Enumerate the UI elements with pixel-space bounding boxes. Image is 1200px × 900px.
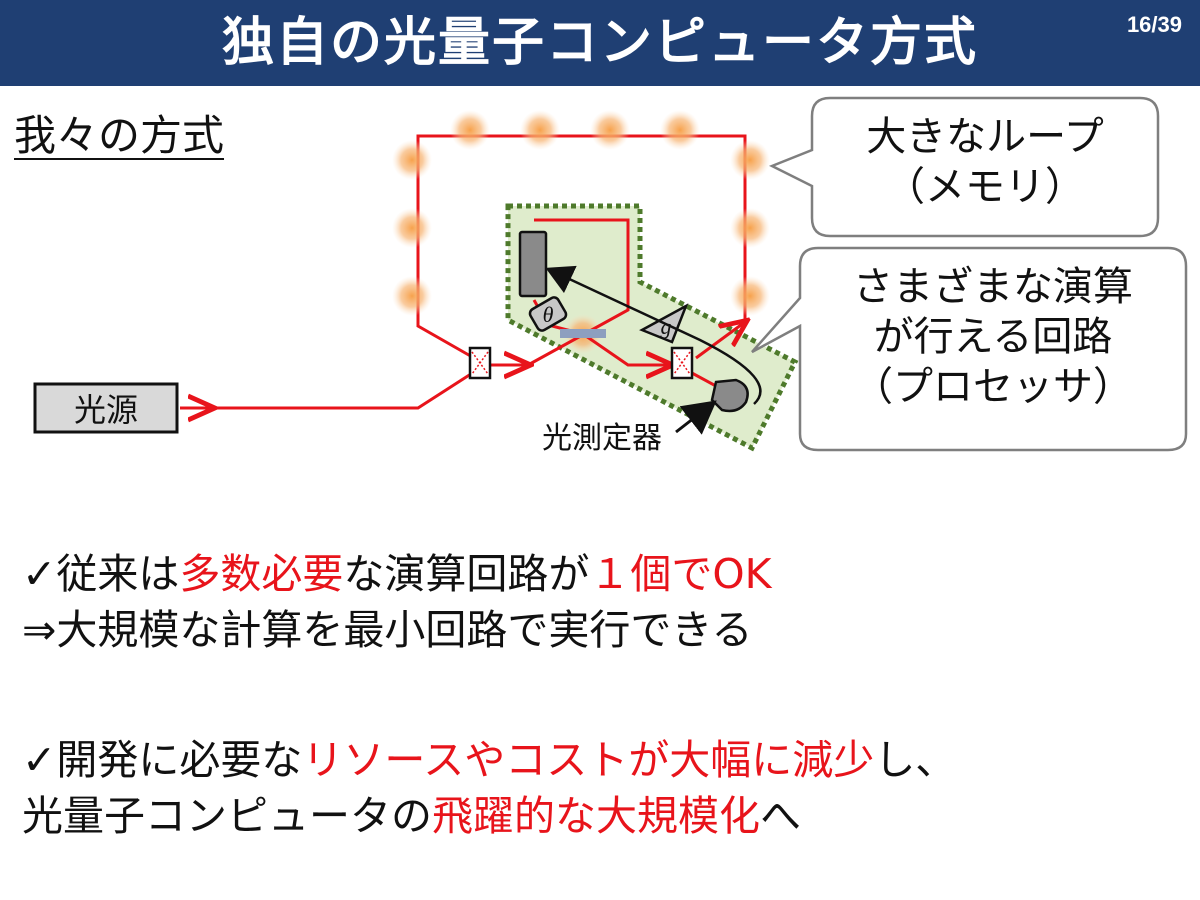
photon-glow	[392, 276, 432, 316]
beam-segment	[689, 370, 717, 388]
feedforward-arrow	[545, 265, 762, 405]
bullet-block-2: ✓開発に必要なリソースやコストが大幅に減少し、 光量子コンピュータの飛躍的な大規…	[22, 732, 956, 844]
processor-callout-line: （プロセッサ）	[853, 364, 1133, 410]
detector-label: 光測定器	[542, 421, 662, 456]
theta-symbol: θ	[543, 302, 554, 327]
detector-pointer	[675, 400, 717, 435]
title-bar	[0, 0, 1200, 86]
beam-segment	[695, 322, 745, 360]
memory-callout-text: 大きなループ （メモリ）	[812, 112, 1158, 212]
phase-shifter	[528, 296, 568, 332]
optical-circuit-diagram: θ g 光源 光測定器	[33, 96, 1188, 456]
beam-segment	[582, 332, 670, 365]
processor-callout-line: が行える回路	[873, 314, 1113, 360]
memory-loop-path	[416, 134, 747, 360]
processor-callout-bubble	[751, 246, 1188, 452]
photon-glows	[392, 110, 770, 354]
photon-glow	[520, 110, 560, 150]
light-source-label: 光源	[74, 391, 138, 429]
bullet-line: ✓開発に必要なリソースやコストが大幅に減少し、	[22, 732, 956, 788]
bullet-highlight: 飛躍的な大規模化	[432, 792, 760, 840]
processor-callout-line: さまざまな演算	[853, 264, 1133, 310]
bullet-text: 開発に必要な	[56, 736, 303, 784]
bullet-highlight: １個でOK	[589, 550, 772, 598]
check-mark-icon: ✓	[22, 736, 57, 784]
photon-glow	[392, 140, 432, 180]
processor-callout-text: さまざまな演算 が行える回路 （プロセッサ）	[800, 262, 1186, 412]
memory-callout-line: （メモリ）	[885, 164, 1085, 210]
bullet-line: ⇒大規模な計算を最小回路で実行できる	[22, 606, 753, 654]
gain-symbol: g	[661, 314, 672, 339]
bullet-text: し、	[874, 736, 957, 784]
photon-glow	[392, 208, 432, 248]
source-beam	[180, 370, 475, 410]
bullet-text: な演算回路が	[343, 550, 590, 598]
delay-element	[518, 230, 548, 298]
photon-glow	[730, 140, 770, 180]
bullet-block-1: ✓従来は多数必要な演算回路が１個でOK ⇒大規模な計算を最小回路で実行できる	[22, 546, 772, 658]
bullet-line: ✓従来は多数必要な演算回路が１個でOK	[22, 546, 772, 602]
photon-glow	[450, 110, 490, 150]
bullet-text: 光量子コンピュータの	[22, 792, 432, 840]
memory-callout-line: 大きなループ	[866, 114, 1104, 160]
bullet-text: 従来は	[56, 550, 180, 598]
photon-glow	[730, 276, 770, 316]
bullet-line: 光量子コンピュータの飛躍的な大規模化へ	[22, 788, 956, 844]
photodetector	[710, 378, 749, 413]
section-heading: 我々の方式	[14, 111, 225, 160]
page-title: 独自の光量子コンピュータ方式	[221, 13, 978, 73]
bullet-highlight: 多数必要	[179, 550, 344, 598]
bullet-highlight: リソースやコストが大幅に減少	[302, 736, 875, 784]
beam-splitter	[560, 329, 606, 338]
bullet-text: へ	[760, 792, 801, 840]
photon-glow	[660, 110, 700, 150]
page-number: 16/39	[1126, 12, 1182, 37]
check-mark-icon: ✓	[22, 550, 57, 598]
photon-glow	[730, 208, 770, 248]
memory-callout-bubble	[768, 96, 1160, 238]
light-source-box	[33, 382, 179, 434]
photon-glow	[590, 110, 630, 150]
